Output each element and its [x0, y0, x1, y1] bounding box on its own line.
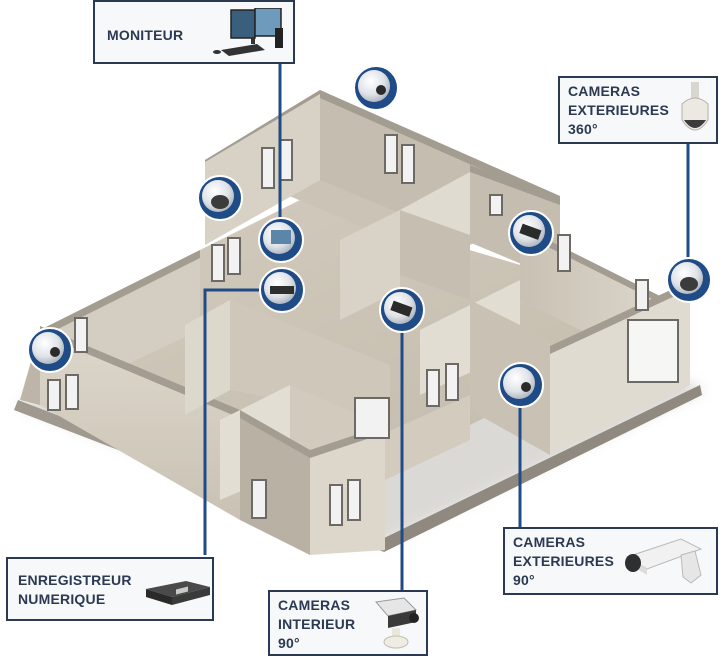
callout-recorder-line-1: ENREGISTREUR — [18, 572, 132, 588]
badge-monitor — [258, 217, 304, 263]
callout-outdoor-360-line-2: EXTERIEURES — [568, 102, 669, 118]
bullet-camera-icon — [50, 347, 60, 357]
callout-monitor: MONITEUR — [93, 0, 295, 64]
callout-outdoor-90-line-2: EXTERIEURES — [513, 553, 614, 569]
box-camera-icon — [375, 597, 419, 649]
windows — [47, 134, 679, 526]
callout-outdoor-360-line-1: CAMERAS — [568, 83, 641, 99]
left-wall — [20, 250, 240, 520]
box-camera-icon — [519, 223, 542, 240]
dvr-icon — [270, 286, 294, 294]
callout-outdoor-90-line-1: CAMERAS — [513, 534, 586, 550]
bullet-camera-icon — [521, 382, 531, 392]
badge-dome-right — [666, 257, 712, 303]
badge-recorder — [259, 267, 305, 313]
dome-camera-icon — [681, 82, 709, 131]
callout-indoor-90: CAMERAS INTERIEUR 90° — [268, 590, 428, 656]
monitor-icon — [271, 230, 291, 244]
box-camera-icon — [390, 300, 413, 317]
callout-monitor-line-1: MONITEUR — [107, 27, 184, 43]
callout-indoor-90-line-1: CAMERAS — [278, 597, 351, 613]
callout-indoor-90-line-2: INTERIEUR — [278, 616, 356, 632]
badge-dome-upper-left — [197, 175, 243, 221]
dvr-recorder-icon — [146, 581, 210, 605]
monitor-workstation-icon — [213, 8, 283, 56]
connector-lines — [203, 62, 690, 590]
callout-outdoor-360-line-3: 360° — [568, 121, 598, 137]
badge-bullet-left — [27, 327, 73, 373]
callout-indoor-90-line-3: 90° — [278, 635, 300, 651]
connector-recorder — [203, 288, 260, 555]
callout-recorder: ENREGISTREUR NUMERIQUE — [6, 557, 214, 621]
callout-recorder-line-2: NUMERIQUE — [18, 591, 106, 607]
callout-outdoor-90-line-3: 90° — [513, 572, 535, 588]
dome-camera-icon — [211, 195, 229, 209]
dome-camera-icon — [680, 277, 698, 291]
bullet-camera-icon — [625, 538, 703, 584]
badge-bullet-top — [353, 65, 399, 111]
badge-box-right — [508, 210, 554, 256]
bullet-camera-icon — [376, 85, 386, 95]
badge-box-center — [379, 287, 425, 333]
callout-outdoor-90: CAMERAS EXTERIEURES 90° — [503, 527, 718, 595]
callout-outdoor-360: CAMERAS EXTERIEURES 360° — [558, 76, 718, 144]
badge-bullet-front — [498, 362, 544, 408]
